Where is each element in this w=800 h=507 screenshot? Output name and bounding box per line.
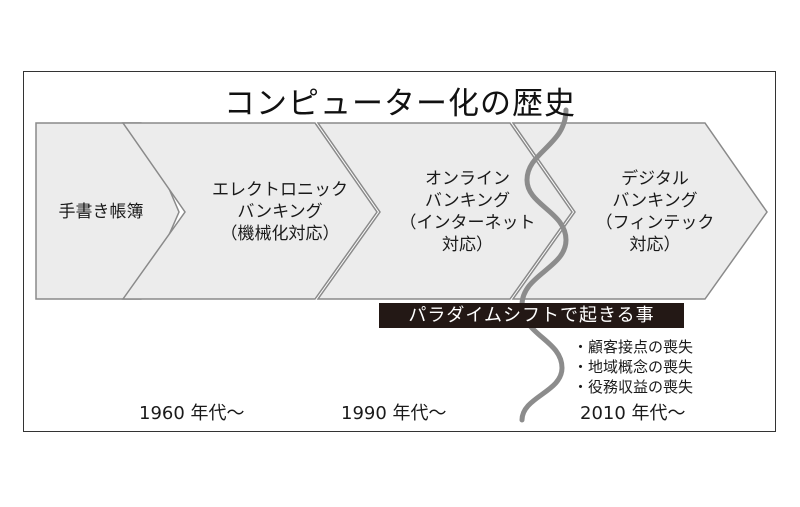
stage-label-digital: デジタル バンキング （フィンテック 対応） bbox=[595, 169, 715, 255]
list-item: 地域概念の喪失 bbox=[573, 357, 693, 377]
list-item: 役務収益の喪失 bbox=[573, 377, 693, 397]
era-label-1960: 1960 年代〜 bbox=[139, 403, 245, 424]
paradigm-shift-banner: パラダイムシフトで起きる事 bbox=[379, 303, 684, 328]
paradigm-wave-line bbox=[519, 107, 569, 423]
stage-label-online: オンライン バンキング （インターネット 対応） bbox=[399, 169, 536, 255]
era-label-2010: 2010 年代〜 bbox=[580, 403, 686, 424]
stage-chevron-2 bbox=[121, 122, 378, 300]
era-label-1990: 1990 年代〜 bbox=[341, 403, 447, 424]
stage-label-handwritten: 手書き帳簿 bbox=[58, 202, 144, 222]
paradigm-shift-list: 顧客接点の喪失 地域概念の喪失 役務収益の喪失 bbox=[573, 337, 693, 397]
list-item: 顧客接点の喪失 bbox=[573, 337, 693, 357]
stage-chevron-3 bbox=[316, 122, 573, 300]
stage-chevron-4 bbox=[511, 122, 768, 300]
stage-label-electronic: エレクトロニック バンキング （機械化対応） bbox=[212, 180, 348, 244]
page-title: コンピューター化の歴史 bbox=[224, 86, 576, 122]
